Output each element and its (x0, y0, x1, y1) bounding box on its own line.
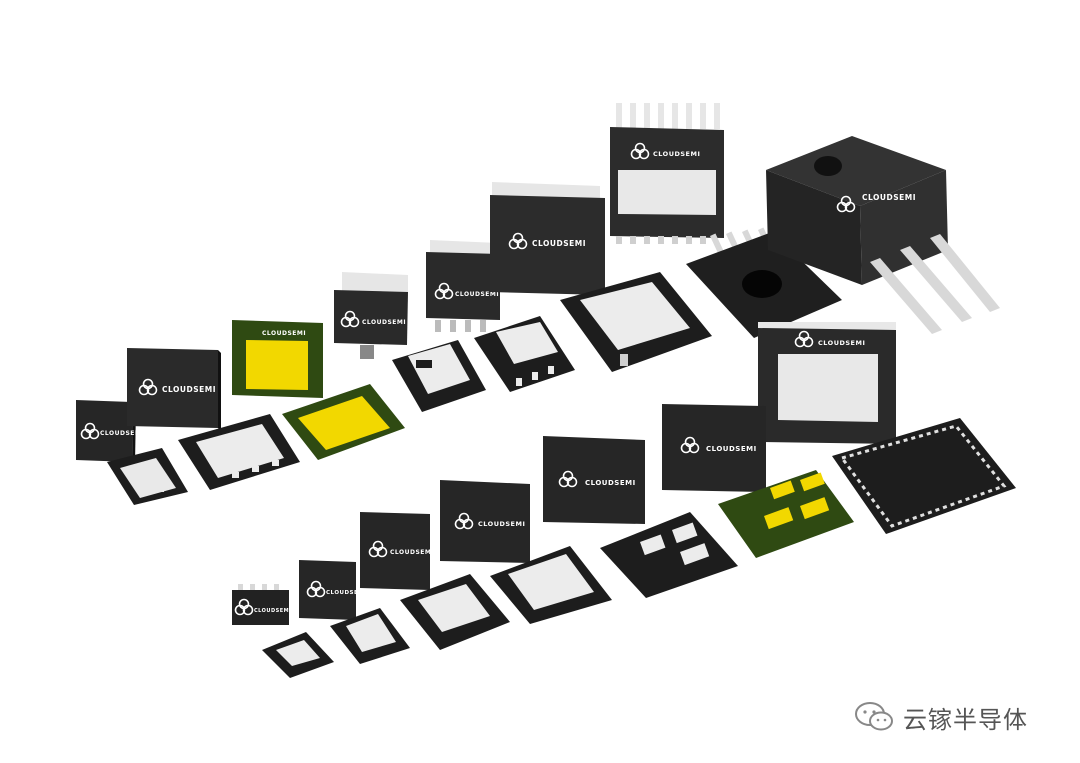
qfn-package-large: CLOUDSEMI (758, 322, 896, 444)
brand-mark: CLOUDSEMI (818, 339, 865, 347)
qfn-bottom-pads (600, 512, 738, 598)
brand-mark: CLOUDSEMI (653, 150, 700, 158)
brand-mark: CLOUDSEMI (585, 479, 636, 487)
brand-mark: CLOUDSEMI (254, 608, 292, 614)
brand-mark: CLOUDSEMI (162, 385, 216, 394)
wechat-icon (855, 702, 893, 731)
lga-gold-package-2 (282, 384, 405, 460)
dpak-bottom-1 (392, 340, 486, 412)
brand-mark: CLOUDSEMI (862, 193, 916, 202)
to220-package: CLOUDSEMI (766, 136, 1000, 334)
dfn3x3-package: CLOUDSEMI (299, 560, 367, 620)
brand-mark: CLOUDSEMI (262, 330, 306, 337)
hsop-package: CLOUDSEMI (610, 103, 724, 244)
dfn8x8-package: CLOUDSEMI (543, 436, 645, 524)
brand-mark: CLOUDSEMI (326, 590, 367, 596)
dfn-bottom-1 (107, 448, 188, 505)
brand-mark: CLOUDSEMI (100, 430, 144, 437)
d2pak-package: CLOUDSEMI (490, 182, 605, 295)
brand-mark: CLOUDSEMI (455, 291, 499, 298)
dpak-bottom-2 (474, 316, 575, 392)
to247-package-bottom (686, 227, 842, 338)
tofl-package: CLOUDSEMI (662, 404, 766, 492)
pdfn-bottom-1 (178, 414, 300, 490)
dpak-package-2: CLOUDSEMI (426, 240, 500, 332)
brand-mark: CLOUDSEMI (478, 520, 525, 528)
so8-bottom (262, 632, 334, 678)
dpak-package-1: CLOUDSEMI (334, 272, 408, 359)
qfn-package-bottom-large (832, 418, 1016, 534)
toll-package-bottom (560, 272, 712, 372)
brand-mark: CLOUDSEMI (532, 239, 586, 248)
so8-package: CLOUDSEMI (232, 584, 292, 625)
dfn-package-2: CLOUDSEMI (127, 348, 221, 431)
lga-gold-package-1: CLOUDSEMI (232, 320, 323, 398)
dfn5x6-package-1: CLOUDSEMI (360, 512, 434, 590)
brand-mark: CLOUDSEMI (390, 549, 434, 556)
brand-mark: CLOUDSEMI (706, 445, 757, 453)
brand-mark: CLOUDSEMI (362, 319, 406, 326)
dfn3x3-bottom (330, 608, 410, 664)
dfn5x6-package-2: CLOUDSEMI (440, 480, 530, 563)
lga-gold-package-3 (718, 470, 854, 558)
watermark: 云镓半导体 (853, 700, 1028, 734)
dfn8x8-bottom (490, 546, 612, 624)
watermark-text: 云镓半导体 (903, 705, 1028, 734)
dfn5x6-bottom-1 (400, 574, 510, 650)
